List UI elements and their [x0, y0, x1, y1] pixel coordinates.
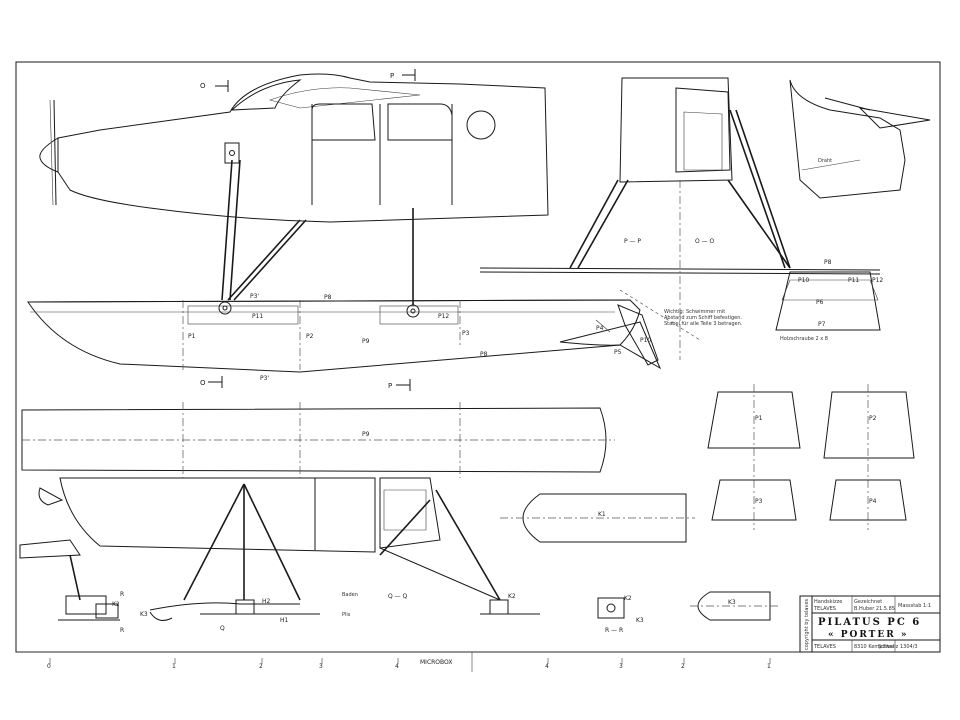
label-p11-front: P11: [848, 277, 859, 284]
label-q-q: Q — Q: [388, 593, 408, 600]
label-p9-side: P9: [362, 338, 370, 345]
footer-rmark-3: 3: [619, 663, 623, 670]
footer-scale: [49, 652, 771, 672]
label-b-b: R — R: [605, 627, 623, 634]
front-view: [479, 77, 881, 360]
title-left-2: TELAVES: [813, 606, 836, 612]
bulkhead-templates: [707, 384, 915, 530]
label-k2-b: K2: [624, 595, 632, 602]
label-p12-front: P12: [872, 277, 883, 284]
title-main: PILATUS PC 6: [818, 617, 921, 628]
label-p1: P1: [755, 415, 763, 422]
lower-fuselage-view: [38, 477, 540, 621]
label-p8-side: P8: [480, 351, 488, 358]
float-note-3: Stabel für alle Teile 3 betragen.: [664, 321, 743, 327]
footer-center: MICROBOX: [420, 659, 453, 666]
label-p-bottom: P: [388, 382, 392, 390]
title-mid-2: B.Huber 21.5.85: [854, 606, 895, 612]
holzschraube-note: Holzschraube 2 x 8: [780, 336, 828, 342]
r-detail: [19, 539, 120, 621]
label-p6-front: P6: [816, 299, 824, 306]
label-o-bottom: O: [200, 379, 206, 387]
label-p8-front: P8: [824, 259, 832, 266]
label-p4: P4: [869, 498, 877, 505]
plis-note: Plis: [342, 612, 351, 618]
label-p1-side: P1: [188, 333, 196, 340]
label-p-p: P — P: [624, 238, 641, 245]
draht-note: Draht: [818, 158, 832, 164]
label-p2-side: P2: [306, 333, 314, 340]
label-p3: P3: [755, 498, 763, 505]
title-subtitle: « PORTER »: [828, 630, 908, 640]
side-view-fuselage: [39, 73, 549, 223]
label-q: Q: [220, 625, 225, 632]
footer-mark-2: 2: [259, 663, 263, 670]
k1-fairing: [500, 493, 695, 543]
label-r2: R: [120, 627, 124, 634]
label-p8-top: P8: [324, 294, 332, 301]
footer-rmark-4: 4: [545, 663, 549, 670]
footer-mark-3: 3: [319, 663, 323, 670]
label-p10: P10: [640, 337, 651, 344]
label-p11: P11: [252, 313, 263, 320]
title-scale: Massstab 1:1: [898, 603, 931, 609]
title-left-1: Handskizze: [814, 599, 842, 605]
label-p9-top: P9: [362, 431, 370, 438]
label-k1: K1: [598, 511, 606, 518]
title-bottom-left: TELAVES: [813, 644, 836, 650]
float-top-view: [21, 402, 615, 478]
label-p5-side: P5: [614, 349, 622, 356]
label-o-o: O — O: [695, 238, 715, 245]
footer-mark-4: 4: [395, 663, 399, 670]
footer-mark-0: 0: [47, 663, 51, 670]
label-o-top: O: [200, 82, 206, 90]
k3-part: [690, 591, 778, 621]
label-k2-left: K2: [112, 601, 120, 608]
label-p3-bottom: P3': [260, 375, 269, 382]
b-b-part: [597, 597, 625, 619]
copyright-text: copyright by telaves: [804, 598, 810, 650]
label-p-top: P: [390, 72, 394, 80]
footer-rmark-1: 1: [767, 663, 771, 670]
float-note-1: Wichtig: Schwimmer mit: [664, 309, 725, 315]
title-bottom-mid: 8310 Kemptthal: [854, 644, 894, 650]
label-p4-side: P4: [596, 325, 604, 332]
label-k3: K3: [728, 599, 736, 606]
title-block: [799, 595, 941, 653]
title-mid-1: Gezeichnet: [854, 599, 882, 605]
footer-mark-1: 1: [172, 663, 176, 670]
float-side-view: [27, 299, 662, 373]
label-p3-side: P3: [462, 330, 470, 337]
wing-root-detail: [789, 79, 931, 199]
section-markers: [208, 69, 416, 391]
footer-rmark-2: 2: [681, 663, 685, 670]
label-p31: P3': [250, 293, 259, 300]
title-bottom-right: Schweiz: [878, 644, 899, 650]
label-k3-b: K3: [636, 617, 644, 624]
label-k3-left: K3: [140, 611, 148, 618]
title-sheet-no: 1304/3: [900, 644, 918, 650]
label-p7-front: P7: [818, 321, 826, 328]
label-p2: P2: [869, 415, 877, 422]
label-k2: K2: [508, 593, 516, 600]
label-h1: H1: [280, 617, 289, 624]
label-p10-front: P10: [798, 277, 809, 284]
baden-note: Baden: [342, 592, 358, 598]
float-struts-side: [218, 159, 420, 318]
label-h2: H2: [262, 598, 271, 605]
label-p12: P12: [438, 313, 449, 320]
label-r1: R: [120, 591, 124, 598]
float-note-2: Abstand zum Schiff befestigen.: [664, 315, 742, 321]
